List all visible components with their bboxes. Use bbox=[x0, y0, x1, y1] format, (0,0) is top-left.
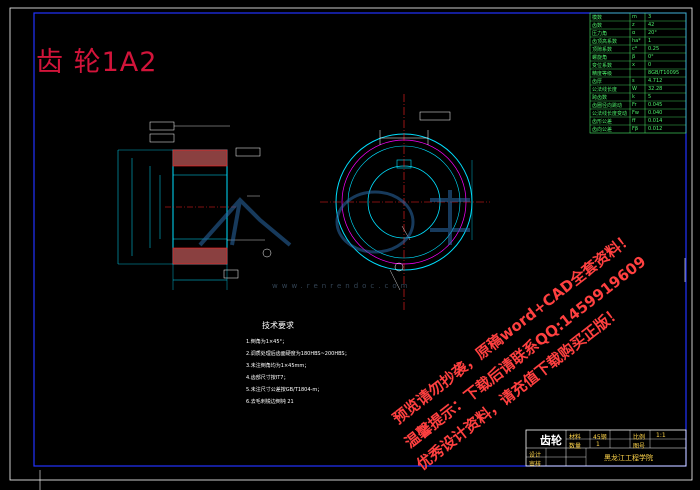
parameter-table bbox=[589, 12, 687, 134]
table-cell: 精度等级 bbox=[592, 71, 613, 77]
table-cell: 齿顶高系数 bbox=[592, 39, 618, 45]
tech-requirement-2: 2.调质处理后齿面硬度为180HBS~200HBS； bbox=[246, 351, 350, 357]
tech-requirement-6: 6.去毛刺锐边倒钝 21 bbox=[246, 399, 294, 405]
material-value: 45钢 bbox=[593, 434, 607, 441]
qty-value: 1 bbox=[596, 441, 600, 448]
school-name: 黑龙江工程学院 bbox=[604, 454, 653, 462]
table-cell: 齿数 bbox=[592, 23, 603, 29]
table-cell: 齿圈径向跳动 bbox=[592, 103, 623, 109]
tech-requirement-5: 5.未注尺寸公差按GB/T1804-m； bbox=[246, 387, 323, 393]
table-cell: 压力角 bbox=[592, 31, 608, 37]
table-cell: z bbox=[632, 22, 635, 28]
table-cell: 变位系数 bbox=[592, 63, 613, 69]
watermark-site-url: www.renrendoc.com bbox=[272, 282, 412, 290]
designer-label: 设计 bbox=[529, 452, 542, 459]
table-cell: 0.045 bbox=[648, 102, 663, 108]
table-cell: α bbox=[632, 30, 636, 36]
material-label: 材料 bbox=[569, 434, 582, 441]
table-cell: 0.014 bbox=[648, 118, 663, 124]
table-cell: 齿向公差 bbox=[592, 127, 613, 133]
title-block bbox=[525, 429, 687, 467]
table-cell: c* bbox=[632, 46, 638, 52]
table-cell: 齿厚 bbox=[592, 79, 603, 85]
drawing-title: 齿 轮1A2 bbox=[36, 47, 158, 78]
table-cell: 5 bbox=[648, 94, 652, 100]
table-cell: 公法线长度变动 bbox=[592, 111, 628, 117]
table-cell: 0 bbox=[648, 62, 652, 68]
table-cell: 齿形公差 bbox=[592, 119, 613, 125]
table-cell: 4.712 bbox=[648, 78, 663, 84]
inner-frame bbox=[33, 12, 687, 467]
table-cell: ff bbox=[632, 118, 636, 124]
qty-label: 数量 bbox=[569, 443, 582, 450]
drawing-number-label: 图号 bbox=[633, 443, 646, 450]
table-cell: 跨齿数 bbox=[592, 95, 608, 101]
checker-label: 审核 bbox=[529, 461, 542, 468]
table-cell: 32.28 bbox=[648, 86, 663, 92]
table-cell: 0.040 bbox=[648, 110, 663, 116]
table-cell: Fβ bbox=[632, 126, 639, 132]
table-cell: 8GB/T10095 bbox=[648, 70, 680, 76]
table-cell: 1 bbox=[648, 38, 652, 44]
table-cell: W bbox=[632, 86, 637, 92]
table-cell: ha* bbox=[632, 38, 641, 44]
table-cell: 公法线长度 bbox=[592, 87, 618, 93]
scale-label: 比例 bbox=[633, 434, 646, 441]
table-cell: 顶隙系数 bbox=[592, 47, 613, 53]
table-cell: Fw bbox=[632, 110, 639, 116]
table-cell: 螺旋角 bbox=[592, 55, 608, 61]
table-cell: m bbox=[632, 14, 637, 20]
outer-frame bbox=[9, 7, 693, 481]
table-cell: x bbox=[632, 62, 635, 68]
tech-requirement-4: 4.齿部尺寸按IT7； bbox=[246, 375, 289, 381]
table-cell: 3 bbox=[648, 14, 652, 20]
table-cell: 模数 bbox=[592, 15, 603, 21]
table-cell: 0° bbox=[648, 54, 654, 60]
tech-requirements-heading: 技术要求 bbox=[262, 321, 294, 330]
watermark-logo bbox=[198, 190, 470, 254]
table-cell: 0.25 bbox=[648, 46, 660, 52]
part-name: 齿轮 bbox=[540, 434, 562, 447]
table-cell: s bbox=[632, 78, 635, 84]
scale-value: 1:1 bbox=[656, 432, 666, 439]
tech-requirement-1: 1.倒角为1×45°； bbox=[246, 339, 288, 345]
table-cell: β bbox=[632, 54, 636, 60]
table-cell: Fr bbox=[632, 102, 637, 108]
table-cell: 0.012 bbox=[648, 126, 663, 132]
table-cell: 20° bbox=[648, 30, 657, 36]
tech-requirement-3: 3.未注倒角均为1×45mm； bbox=[246, 363, 310, 369]
table-cell: 42 bbox=[648, 22, 655, 28]
gear-side-view bbox=[117, 121, 272, 290]
table-cell: k bbox=[632, 94, 635, 100]
